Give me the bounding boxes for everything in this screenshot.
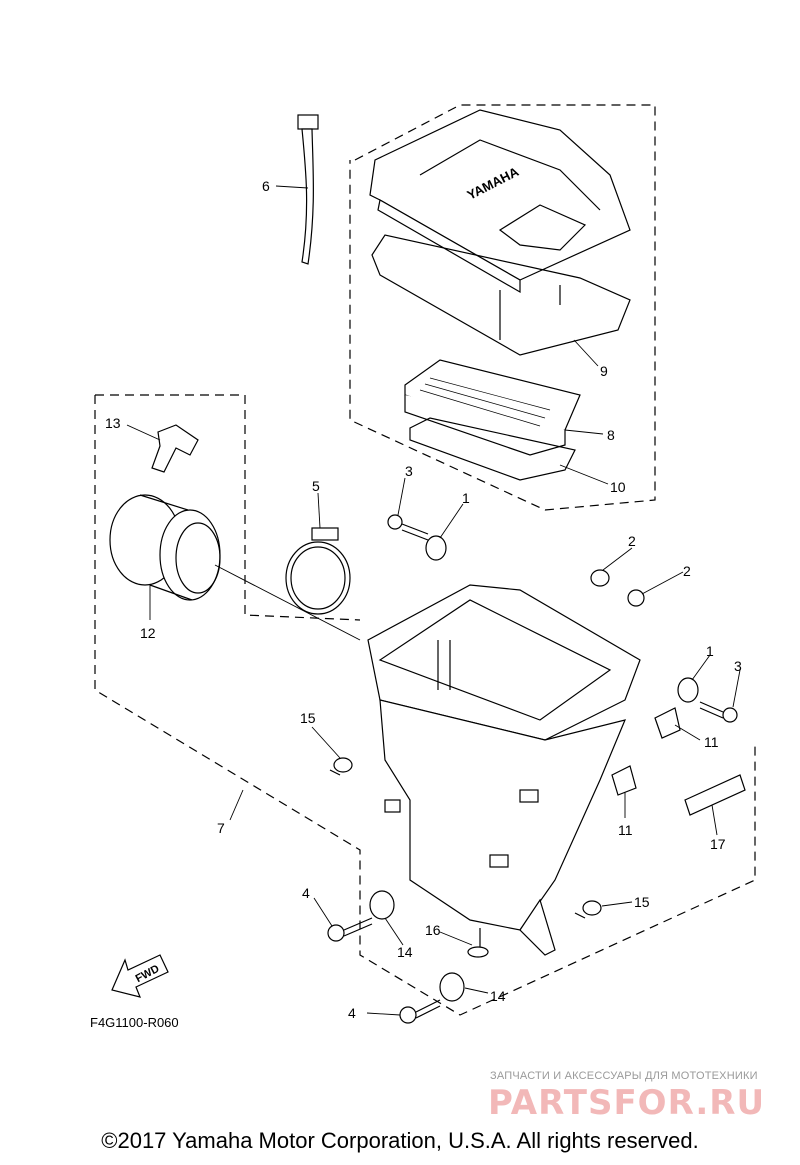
callout-5: 5: [312, 478, 320, 494]
grommet: [425, 535, 447, 561]
air-box-case: [367, 584, 641, 956]
callout-14b: 14: [490, 988, 506, 1004]
copyright-notice: ©2017 Yamaha Motor Corporation, U.S.A. A…: [101, 1128, 699, 1153]
breather-hose-joint: [151, 424, 199, 473]
hose-clamp: [285, 527, 351, 615]
bolt: [387, 514, 429, 541]
screw: [467, 928, 489, 958]
collar: [590, 569, 610, 587]
watermark-brand: PARTSFOR.RU: [488, 1083, 766, 1123]
diagram-code: F4G1100-R060: [90, 1015, 179, 1030]
bolt: [327, 917, 373, 942]
fwd-arrow-icon: [111, 954, 169, 998]
callout-17: 17: [710, 836, 726, 852]
bolt: [399, 999, 441, 1024]
callout-11b: 11: [618, 822, 633, 838]
callout-2a: 2: [628, 533, 636, 549]
clip: [611, 765, 637, 796]
air-cleaner-cover: [369, 109, 631, 356]
grommet: [439, 972, 465, 1002]
callout-1b: 1: [706, 643, 714, 659]
callout-11a: 11: [704, 734, 719, 750]
callout-1a: 1: [462, 490, 470, 506]
callout-3a: 3: [405, 463, 413, 479]
callout-4a: 4: [302, 885, 310, 901]
callout-14a: 14: [397, 944, 413, 960]
screw: [574, 900, 602, 919]
callout-13: 13: [105, 415, 121, 431]
callout-2b: 2: [683, 563, 691, 579]
cable-tie: [297, 114, 319, 265]
callout-3b: 3: [734, 658, 742, 674]
callout-7: 7: [217, 820, 225, 836]
air-box-exploded-diagram: YAMAHA: [94, 104, 756, 1024]
group-outline-left: [95, 394, 361, 621]
group-outline-upper: [349, 104, 656, 511]
caution-label: [684, 774, 746, 816]
callout-10: 10: [610, 479, 626, 495]
intake-duct: [109, 494, 221, 601]
clip: [654, 707, 681, 739]
callout-4b: 4: [348, 1005, 356, 1021]
grommet: [677, 677, 699, 703]
collar: [627, 589, 645, 607]
screw: [329, 757, 353, 776]
callout-6: 6: [262, 178, 270, 194]
callout-9: 9: [600, 363, 608, 379]
callout-12: 12: [140, 625, 156, 641]
air-filter-element: [404, 359, 581, 456]
callout-8: 8: [607, 427, 615, 443]
bolt: [699, 701, 738, 723]
grommet: [369, 890, 395, 920]
callout-16: 16: [425, 922, 441, 938]
callout-15b: 15: [634, 894, 650, 910]
air-filter-gasket: [409, 417, 576, 481]
callout-15a: 15: [300, 710, 316, 726]
watermark-tagline: ЗАПЧАСТИ И АКСЕССУАРЫ ДЛЯ МОТОТЕХНИКИ: [490, 1070, 758, 1082]
group-outline-main: [94, 395, 756, 1016]
